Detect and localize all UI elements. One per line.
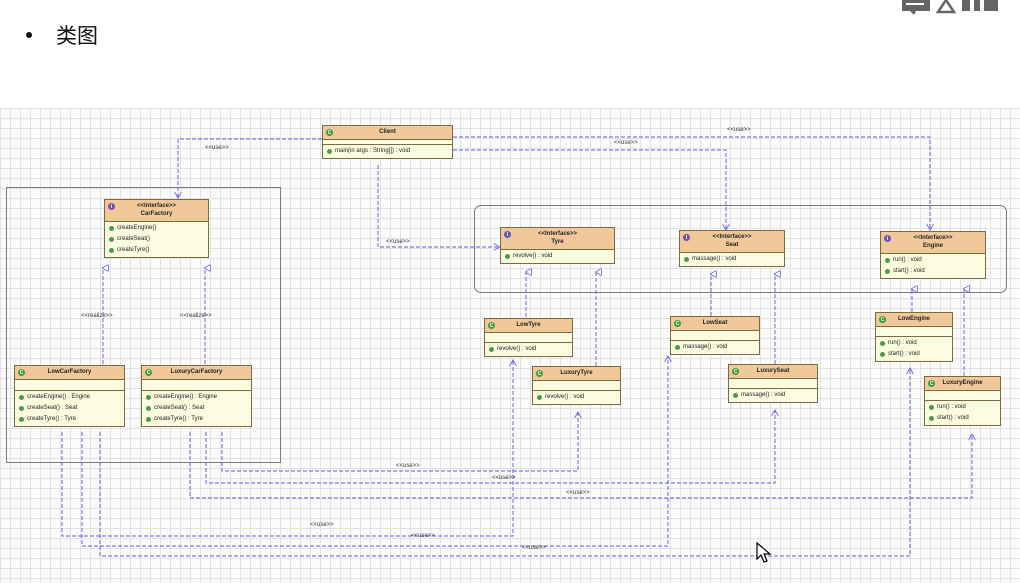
class-icon: C [18,369,25,376]
public-method-icon [489,347,494,352]
public-method-icon [929,405,934,410]
use-client-engine [453,136,930,230]
use-label: <<use>> [522,545,546,551]
interface-icon: I [683,234,690,241]
interface-icon: I [884,235,891,242]
public-method-icon [19,406,24,411]
product-interfaces-frame [474,205,1007,293]
public-method-icon [733,393,738,398]
public-method-icon [880,341,885,346]
realize-label: <<realize>> [180,313,212,319]
slide-title-text: 类图 [56,24,98,48]
public-method-icon [19,395,24,400]
realize-label: <<realize>> [81,313,113,319]
use-label: <<use>> [727,127,751,133]
corner-logo-icon [902,0,1020,16]
use-label: <<use>> [205,145,229,151]
mouse-cursor-icon [756,541,772,569]
public-method-icon [885,269,890,274]
factory-package-frame [6,187,281,463]
use-label: <<use>> [566,490,590,496]
class-icon: C [326,129,333,136]
class-icon: C [928,380,935,387]
public-method-icon [109,237,114,242]
class-icon: C [536,370,543,377]
use-label: <<use>> [411,533,435,539]
interface-engine[interactable]: I<<Interface>>Engine run() : void start(… [880,231,986,279]
public-method-icon [146,406,151,411]
public-method-icon [880,352,885,357]
public-method-icon [537,395,542,400]
class-icon: C [732,368,739,375]
interface-carfactory[interactable]: I<<Interface>>CarFactory createEngine() … [104,199,209,258]
public-method-icon [885,258,890,263]
class-icon: C [145,369,152,376]
public-method-icon [684,257,689,262]
class-icon: C [674,320,681,327]
public-method-icon [929,416,934,421]
class-icon: C [879,316,886,323]
public-method-icon [146,417,151,422]
use-client-seat [453,149,726,230]
public-method-icon [327,149,332,154]
use-client-tyre [377,165,500,247]
use-label: <<use>> [386,239,410,245]
interface-icon: I [504,231,511,238]
public-method-icon [505,254,510,259]
public-method-icon [109,226,114,231]
bullet-icon [26,32,32,38]
interface-icon: I [108,203,115,210]
use-label: <<use>> [396,463,420,469]
public-method-icon [19,417,24,422]
interface-tyre[interactable]: I<<Interface>>Tyre revolve() : void [500,227,615,264]
use-client-carfactory [178,138,322,198]
use-label: <<use>> [614,140,638,146]
public-method-icon [675,345,680,350]
class-icon: C [488,322,495,329]
slide-title: 类图 [26,20,98,50]
use-label: <<use>> [310,522,334,528]
public-method-icon [109,248,114,253]
interface-seat[interactable]: I<<Interface>>Seat massage() : void [679,230,785,267]
public-method-icon [146,395,151,400]
use-label: <<use>> [492,475,516,481]
